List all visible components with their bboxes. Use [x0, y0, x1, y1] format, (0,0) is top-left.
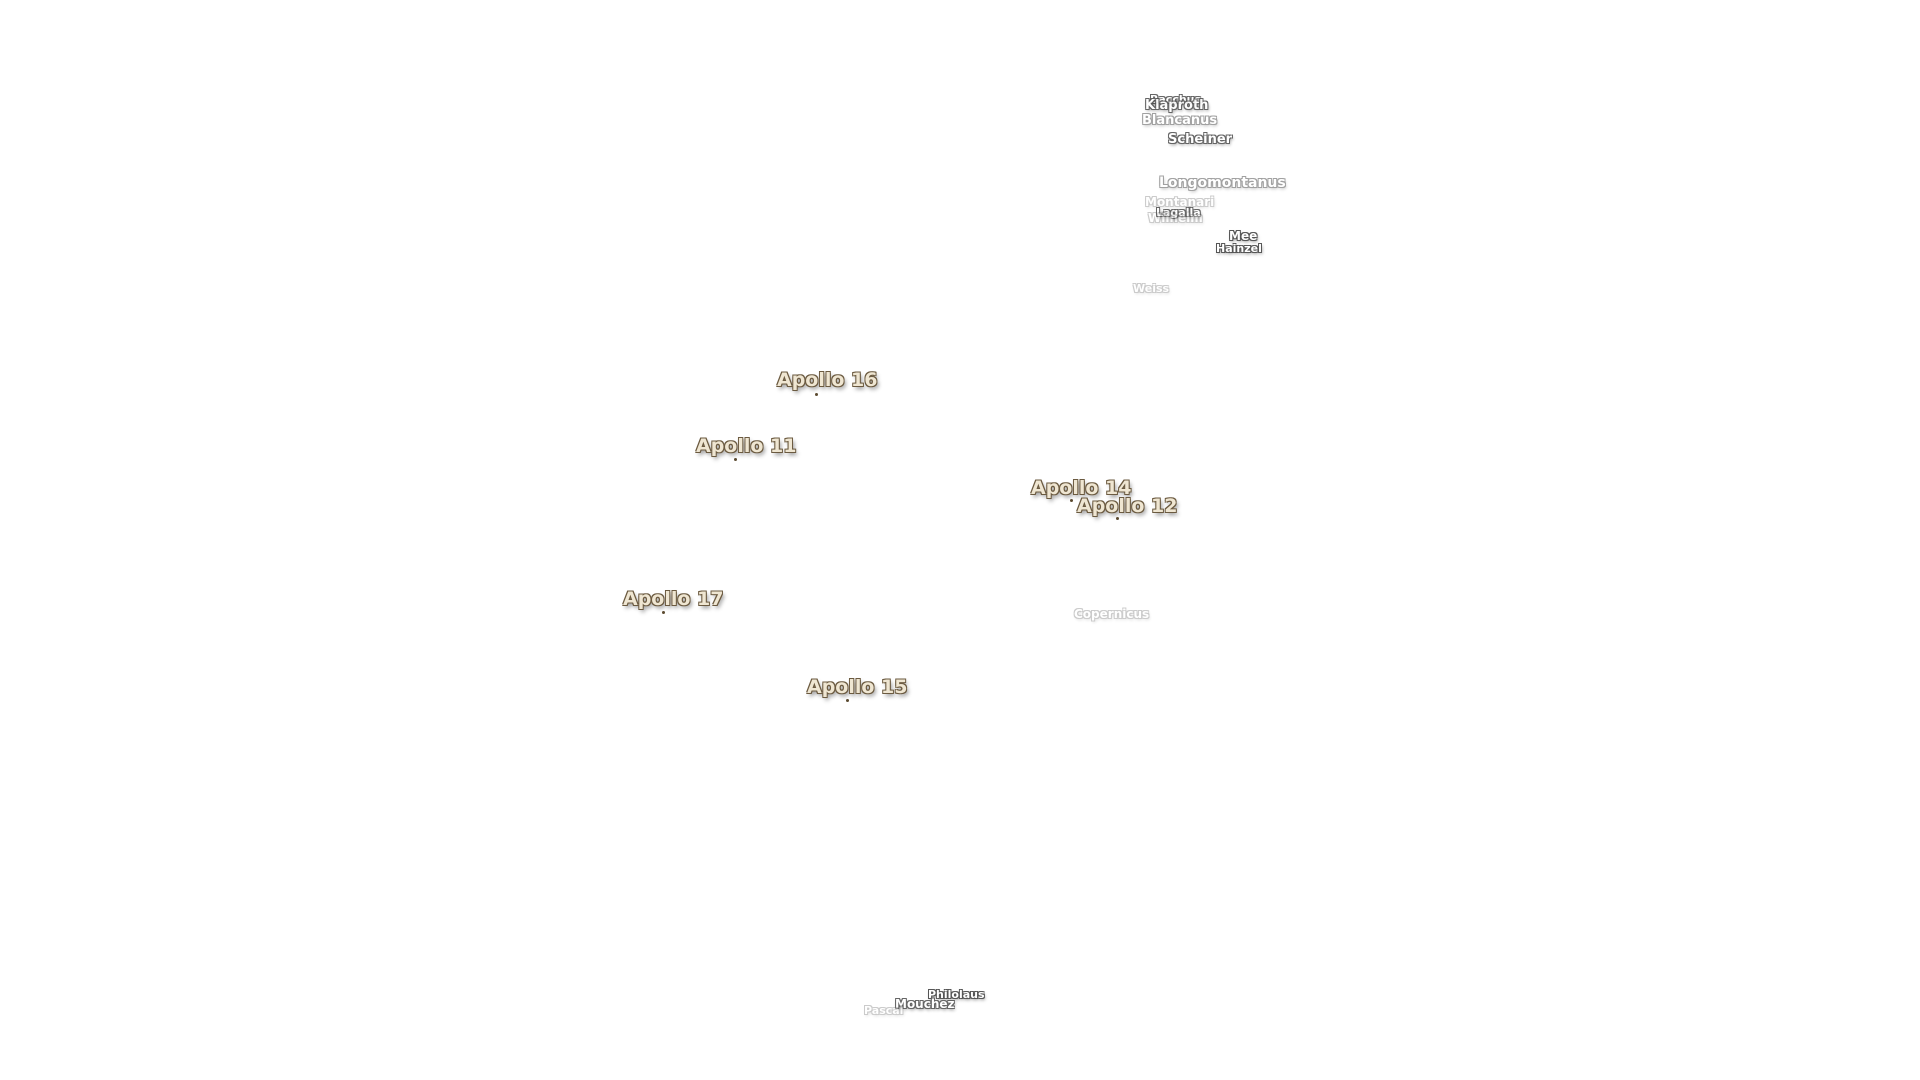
- crater-label-mouchez[interactable]: Mouchez: [895, 997, 955, 1011]
- crater-label-montanari[interactable]: Montanari: [1145, 195, 1215, 209]
- crater-label-scheiner[interactable]: Scheiner: [1168, 132, 1233, 147]
- crater-label-longomontanus[interactable]: Longomontanus: [1159, 175, 1286, 191]
- crater-label-copernicus[interactable]: Copernicus: [1074, 607, 1150, 621]
- apollo-11-label[interactable]: Apollo 11: [696, 435, 797, 457]
- crater-label-wilhelm[interactable]: Wilhelm: [1148, 211, 1203, 225]
- apollo-14-label[interactable]: Apollo 14: [1031, 477, 1132, 499]
- crater-label-klaproth[interactable]: Klaproth: [1145, 98, 1209, 113]
- crater-label-hainzel[interactable]: Hainzel: [1216, 242, 1262, 255]
- apollo-14-marker[interactable]: [1070, 499, 1073, 502]
- apollo-12-label[interactable]: Apollo 12: [1077, 495, 1178, 517]
- apollo-12-marker[interactable]: [1116, 517, 1119, 520]
- crater-label-blancanus[interactable]: Blancanus: [1142, 113, 1218, 128]
- crater-label-philolaus[interactable]: Philolaus: [928, 988, 985, 1001]
- apollo-11-marker[interactable]: [734, 458, 737, 461]
- crater-label-bacchus[interactable]: Bacchus: [1150, 93, 1202, 106]
- apollo-16-label[interactable]: Apollo 16: [777, 369, 878, 391]
- crater-label-mee[interactable]: Mee: [1229, 229, 1258, 243]
- crater-label-lagalla[interactable]: Lagalla: [1156, 206, 1201, 219]
- crater-label-weiss[interactable]: Weiss: [1133, 282, 1170, 295]
- apollo-16-marker[interactable]: [815, 393, 818, 396]
- apollo-17-marker[interactable]: [662, 611, 665, 614]
- apollo-17-label[interactable]: Apollo 17: [623, 588, 724, 610]
- apollo-15-label[interactable]: Apollo 15: [807, 676, 908, 698]
- crater-label-pascal[interactable]: Pascal: [864, 1004, 904, 1017]
- apollo-15-marker[interactable]: [846, 699, 849, 702]
